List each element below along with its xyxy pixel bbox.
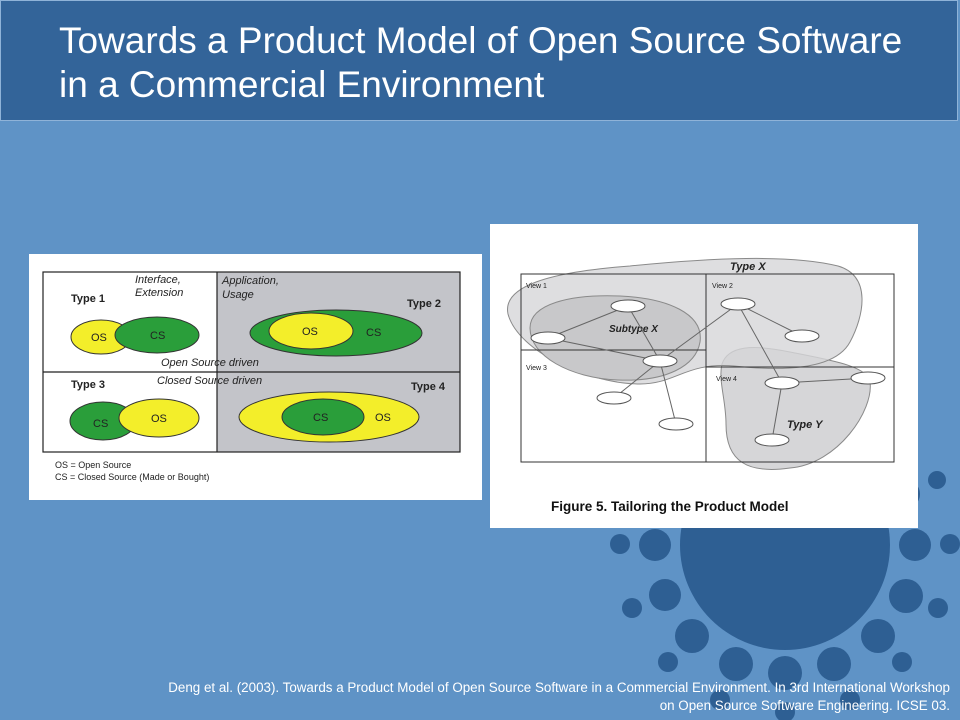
citation: Deng et al. (2003). Towards a Product Mo…: [14, 679, 950, 715]
quadrant-frame: [42, 271, 461, 453]
deco-dot: [775, 702, 795, 720]
graph-node: [720, 297, 756, 311]
deco-dot: [675, 619, 709, 653]
deco-dot: [710, 690, 730, 710]
citation-line-1: Deng et al. (2003). Towards a Product Mo…: [168, 680, 950, 695]
type1-label: Type 1: [71, 293, 105, 305]
graph-edge: [547, 337, 661, 362]
type3-os-label: OS: [151, 413, 167, 425]
label-extension: Extension: [135, 287, 183, 299]
deco-dot: [889, 579, 923, 613]
graph-edge: [771, 382, 783, 441]
os-cs-quadrant-figure: Interface, Extension Application, Usage …: [29, 254, 482, 500]
type3-label: Type 3: [71, 379, 105, 391]
legend-cs: CS = Closed Source (Made or Bought): [55, 472, 209, 482]
deco-dot: [610, 534, 630, 554]
graph-edge: [627, 305, 661, 362]
legend-os: OS = Open Source: [55, 460, 131, 470]
type4-label: Type 4: [411, 381, 446, 393]
graph-edge: [659, 360, 677, 425]
graph-node: [610, 299, 646, 313]
graph-edge: [659, 303, 739, 362]
deco-dot: [817, 647, 851, 681]
type1-cs-label: CS: [150, 330, 165, 342]
graph-node: [642, 354, 678, 368]
graph-edge: [613, 360, 661, 399]
views-grid-frame: [520, 273, 895, 463]
deco-dot: [940, 534, 960, 554]
citation-line-2: on Open Source Software Engineering. ICS…: [659, 698, 950, 713]
type2-label: Type 2: [407, 298, 441, 310]
graph-node: [850, 371, 886, 385]
deco-dot: [768, 656, 802, 690]
view1-label: View 1: [526, 283, 547, 290]
deco-dot: [928, 471, 946, 489]
type4-cs-ellipse: [281, 398, 365, 436]
type-x-label: Type X: [730, 261, 766, 273]
deco-dot: [899, 529, 931, 561]
type3-os-ellipse: [118, 398, 200, 438]
deco-dot: [658, 652, 678, 672]
graph-node: [530, 331, 566, 345]
view4-label: View 4: [716, 376, 737, 383]
type1-cs-ellipse: [114, 316, 200, 354]
type3-cs-label: CS: [93, 418, 108, 430]
label-closed-source-driven: Closed Source driven: [157, 375, 262, 387]
label-interface: Interface,: [135, 274, 181, 286]
type2-cs-label: CS: [366, 327, 381, 339]
slide-title: Towards a Product Model of Open Source S…: [59, 20, 903, 105]
graph-edge: [737, 303, 783, 384]
title-bar: Towards a Product Model of Open Source S…: [0, 0, 958, 121]
graph-edge: [737, 303, 803, 337]
graph-node: [596, 391, 632, 405]
deco-dot: [840, 690, 860, 710]
type2-os-ellipse: [268, 312, 354, 350]
type4-os-label: OS: [375, 412, 391, 424]
product-model-figure: View 1 View 2 View 3 View 4 Type X Type …: [490, 224, 918, 528]
deco-dot: [639, 529, 671, 561]
type2-os-label: OS: [302, 326, 318, 338]
deco-dot: [928, 598, 948, 618]
subtype-x-label: Subtype X: [609, 324, 659, 335]
graph-node: [764, 376, 800, 390]
graph-node: [784, 329, 820, 343]
label-usage: Usage: [222, 289, 254, 301]
figure-caption: Figure 5. Tailoring the Product Model: [551, 499, 789, 514]
view3-label: View 3: [526, 365, 547, 372]
deco-dot: [861, 619, 895, 653]
type-y-label: Type Y: [787, 419, 824, 431]
label-application: Application,: [221, 275, 279, 287]
label-open-source-driven: Open Source driven: [161, 357, 259, 369]
type1-os-label: OS: [91, 332, 107, 344]
deco-dot: [649, 579, 681, 611]
view2-label: View 2: [712, 283, 733, 290]
graph-node: [754, 433, 790, 447]
deco-dot: [719, 647, 753, 681]
type4-cs-label: CS: [313, 412, 328, 424]
graph-node: [658, 417, 694, 431]
graph-edge: [547, 305, 629, 339]
deco-dot: [622, 598, 642, 618]
deco-dot: [892, 652, 912, 672]
